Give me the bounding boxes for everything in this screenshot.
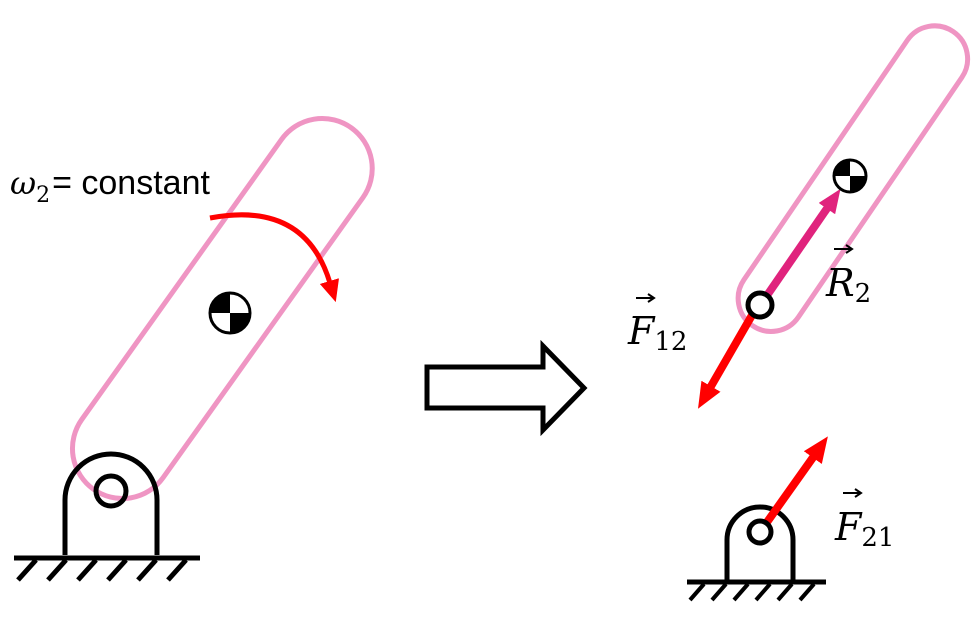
center-of-mass-icon: [208, 291, 252, 335]
isolated-pin-bracket: [724, 504, 796, 580]
f12-label: F12: [627, 293, 687, 357]
ground-hatch-icon: [688, 582, 816, 602]
svg-text:R2: R2: [825, 261, 871, 309]
left-mechanism: ω2= constant: [10, 115, 375, 582]
svg-text:F21: F21: [834, 505, 894, 553]
isolated-link-outline: [735, 23, 971, 334]
force-vector-f21: [756, 436, 828, 535]
position-vector-r2: [764, 188, 841, 297]
right-arrow-icon: [424, 339, 588, 437]
right-free-body: R2 F12: [627, 23, 971, 602]
force-vector-f12: [698, 308, 759, 409]
center-of-mass-icon: [832, 158, 868, 194]
link-pin-icon: [745, 290, 775, 320]
ground-hatch-icon: [16, 558, 188, 582]
pin-joint-icon: [93, 473, 129, 509]
isolated-link: [735, 23, 971, 334]
omega-label: ω2= constant: [10, 164, 210, 208]
f21-label: F21: [834, 488, 894, 553]
ground-pin-icon: [746, 518, 774, 546]
crank-link-outline: [69, 115, 375, 502]
ground-support: [14, 451, 200, 582]
pin-bracket: [62, 451, 160, 555]
crank-link: [69, 115, 375, 502]
angular-velocity-arrow: [209, 212, 339, 303]
r2-label: R2: [825, 244, 871, 309]
svg-text:F12: F12: [627, 309, 687, 357]
isolated-ground-support: [687, 504, 826, 602]
